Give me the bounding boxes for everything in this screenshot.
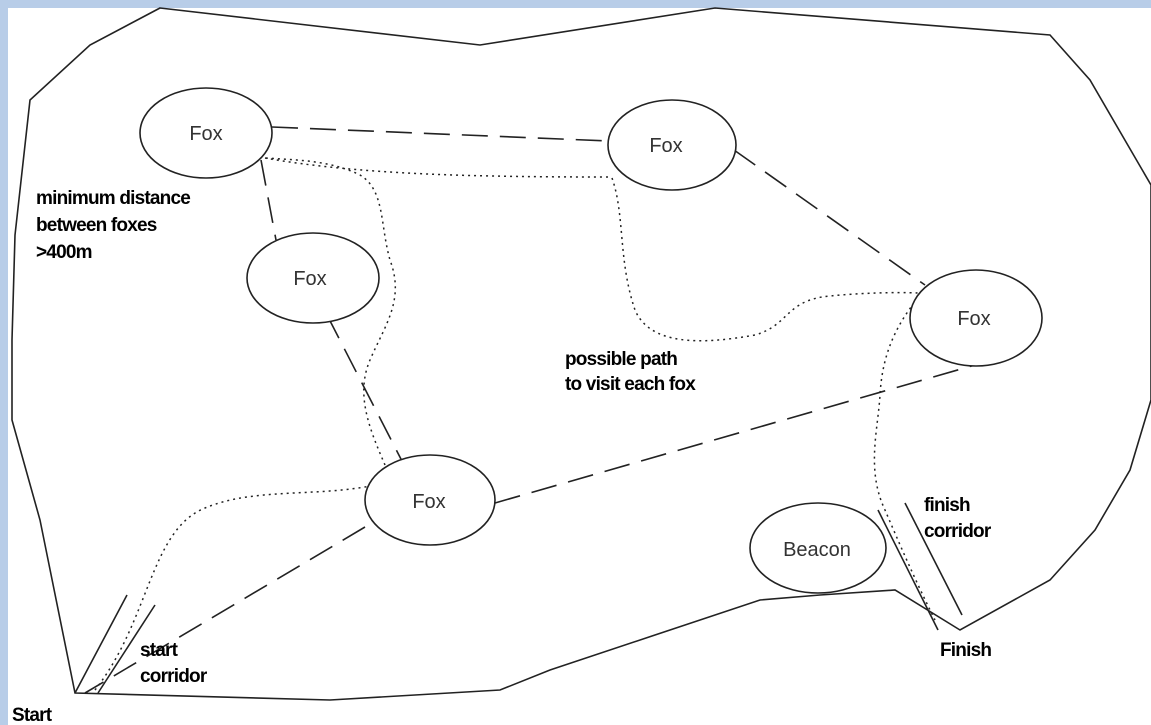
fox-label-4: Fox (412, 491, 445, 513)
path-start-fox4 (94, 479, 396, 691)
map-boundary (11, 7, 1151, 701)
fox-label-1: Fox (189, 123, 222, 145)
start-label: Start (12, 705, 53, 725)
finish-corridor-line-1: finish (924, 495, 970, 516)
distance-lines (84, 126, 983, 694)
min-distance-annotation: minimum distance between foxes >400m (36, 188, 191, 263)
possible-path-line-1: possible path (565, 349, 677, 370)
min-distance-line-1: minimum distance (36, 188, 190, 209)
finish-corridor-line-right (904, 502, 963, 616)
possible-path-line-2: to visit each fox (565, 374, 696, 395)
dash-fox4-fox5 (494, 362, 983, 504)
start-corridor-line-2: corridor (140, 666, 208, 687)
start-corridor-annotation: start corridor (140, 640, 209, 687)
beacon-node (749, 502, 887, 594)
finish-corridor-annotation: finish corridor (924, 495, 993, 542)
min-distance-line-2: between foxes (36, 215, 157, 236)
path-lines (94, 157, 936, 691)
fox-label-2: Fox (649, 135, 682, 157)
finish-label: Finish (940, 640, 991, 661)
fox-node-3 (246, 232, 380, 324)
start-corridor-line-left (74, 594, 128, 694)
fox-node-4 (364, 454, 496, 546)
start-corridor (74, 594, 156, 694)
dash-fox2-fox5 (733, 149, 926, 286)
possible-path-annotation: possible path to visit each fox (565, 349, 697, 395)
min-distance-line-3: >400m (36, 242, 92, 263)
frame-left (0, 0, 8, 725)
start-corridor-line-right (97, 604, 156, 694)
fox-label-5: Fox (957, 308, 990, 330)
start-corridor-line-1: start (140, 640, 179, 661)
beacon-label: Beacon (783, 539, 851, 561)
fox-node-5 (909, 269, 1043, 367)
path-fox2-fox5 (611, 177, 919, 342)
finish-corridor (877, 502, 963, 631)
path-fox1-fox2 (264, 157, 613, 178)
dash-fox3-fox4 (326, 314, 404, 464)
finish-corridor-line-2: corridor (924, 521, 992, 542)
dash-start-fox4 (84, 526, 366, 694)
dash-fox1-fox2 (271, 126, 610, 142)
fox-label-3: Fox (293, 268, 326, 290)
fox-node-1 (139, 87, 273, 179)
frame-top (0, 0, 1151, 8)
finish-corridor-line-left (877, 509, 939, 631)
dash-fox1-fox3 (260, 159, 277, 241)
fox-node-2 (607, 99, 737, 191)
